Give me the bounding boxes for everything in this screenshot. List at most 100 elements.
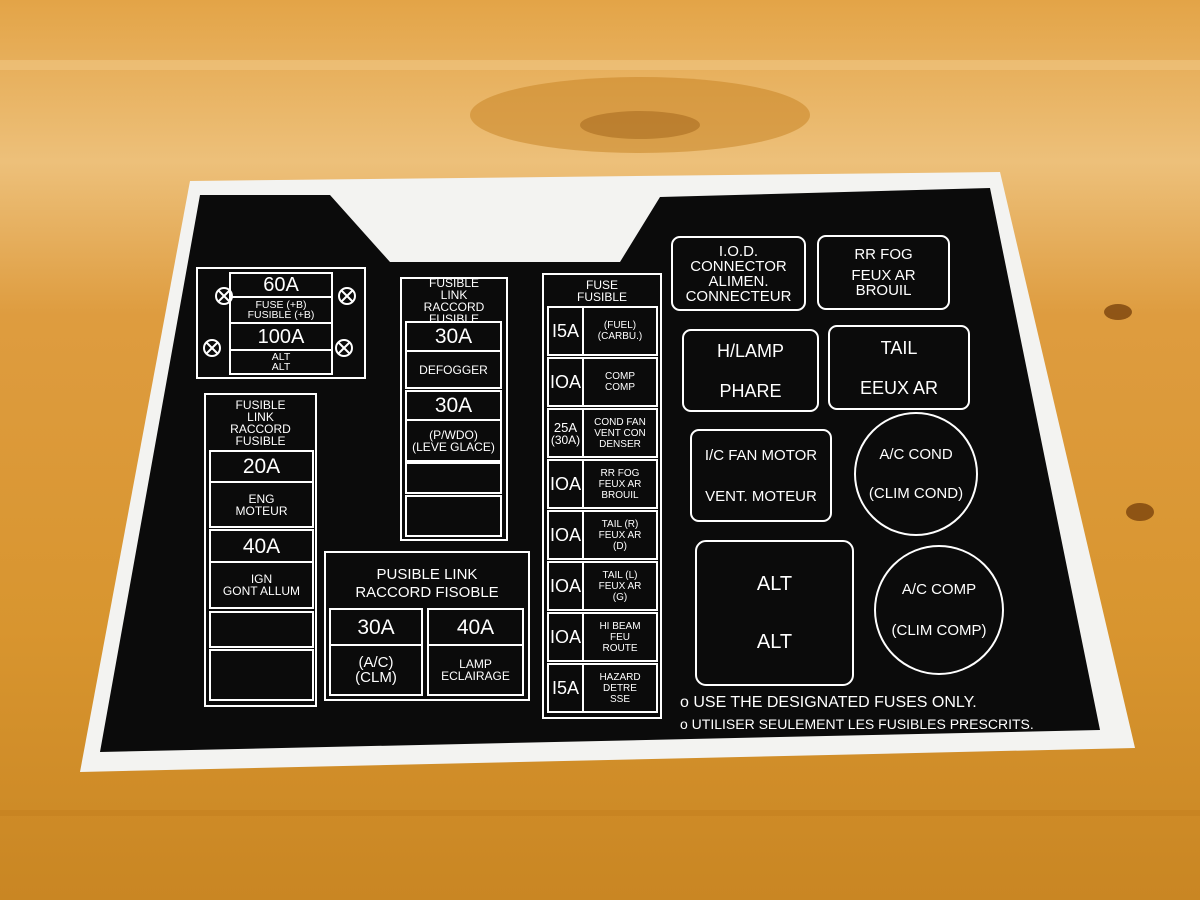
relay-rrfog-l1: RR FOG [854, 246, 913, 263]
fuse-60a-label: 60A [263, 274, 299, 296]
left-link-header-3: RACCORD [230, 422, 291, 436]
relay-hlamp-l1: H/LAMP [716, 340, 785, 361]
left-link-40a-desc-1: IGN [250, 572, 273, 586]
fuse-row-amp: IOA [548, 562, 583, 610]
mid-link-header-4: FUSIBLE [428, 312, 479, 326]
left-link-40a: 40A [242, 534, 281, 558]
fuse-100a-desc-2: ALT [271, 361, 291, 373]
fuse-60a-desc-2: FUSIBLE (+B) [247, 309, 315, 321]
fuse-row-desc-line: HI BEAM [599, 620, 641, 632]
mid-link-defogger: DEFOGGER [419, 362, 488, 377]
bottom-link-header-2: RACCORD FISOBLE [355, 583, 499, 601]
relay-rr-fog: RR FOG FEUX AR BROUIL [818, 236, 949, 309]
relay-icfan-l2: VENT. MOTEUR [705, 487, 817, 505]
fuse-row-desc-line: BROUIL [601, 489, 639, 501]
mid-link-header-3: RACCORD [423, 300, 485, 314]
relay-ac-comp: A/C COMP (CLIM COMP) [875, 546, 1003, 674]
relay-iod-connector: I.O.D. CONNECTOR ALIMEN. CONNECTEUR [672, 237, 805, 310]
mid-link-header: FUSIBLE LINK RACCORD FUSIBLE [401, 276, 507, 326]
fuse-row-desc-line: VENT CON [594, 427, 646, 439]
fuse-row-desc-line: TAIL (L) [602, 569, 638, 581]
fuse-row-box [547, 306, 658, 356]
fuse-row-box [547, 357, 658, 407]
relay-h-lamp: H/LAMP PHARE [683, 330, 818, 411]
fuse-row-amp-value: I5A [551, 321, 580, 341]
fuse-row-desc-line: DENSER [599, 438, 641, 450]
fuse-row-box [547, 459, 658, 509]
fuse-row-desc-line: (FUEL) [603, 320, 637, 331]
left-link-header-1: FUSIBLE [235, 398, 286, 412]
fuse-row-amp: 25A(30A) [548, 409, 583, 457]
fuse-60a-desc-1: FUSE (+B) [255, 298, 307, 311]
fuse-row-box [547, 663, 658, 713]
fuse-row-desc: TAIL (L)FEUX AR(G) [583, 562, 657, 610]
fuse-row-desc-line: ROUTE [602, 642, 638, 654]
bottom-link-30a-desc-1: (A/C) [358, 654, 394, 671]
fuse-row-amp: I5A [548, 307, 583, 355]
fuse-row-box [547, 561, 658, 611]
fuse-row-desc-line: COND FAN [594, 416, 646, 428]
mid-link-header-2: LINK [440, 288, 468, 302]
fuse-row-desc-line: TAIL (R) [601, 518, 639, 530]
fuse-row-amp: I5A [548, 664, 583, 712]
fuse-row-desc-line: FEUX AR [598, 580, 642, 592]
relay-accond-l2: (CLIM COND) [868, 485, 964, 502]
fuse-row-desc-line: FEUX AR [598, 529, 642, 541]
left-link-header-4: FUSIBLE [235, 434, 286, 448]
fuse-row-desc-line: COMP [605, 382, 635, 393]
fuse-column-header: FUSE FUSIBLE [543, 277, 661, 305]
bottom-link-30a: 30A [357, 615, 395, 639]
note-use-designated-fuses: o USE THE DESIGNATED FUSES ONLY. [680, 694, 977, 711]
fuse-row-amp: IOA [548, 460, 583, 508]
relay-iod-l1: I.O.D. [718, 242, 759, 260]
relay-tail-l1: TAIL [880, 337, 918, 358]
relay-alt: ALT ALT [696, 541, 853, 685]
fuse-row-desc-line: SSE [609, 693, 630, 705]
fuse-row-desc-line: (CARBU.) [597, 331, 643, 342]
note-utiliser-fusibles: o UTILISER SEULEMENT LES FUSIBLES PRESCR… [680, 716, 1034, 732]
left-link-header: FUSIBLE LINK RACCORD FUSIBLE [205, 398, 316, 448]
fuse-row-amp-value: IOA [549, 474, 581, 494]
bottom-link-40a: 40A [456, 615, 495, 639]
bottom-link-40a-desc-1: LAMP [459, 657, 492, 671]
fuse-row-desc-line: DETRE [603, 682, 637, 694]
fuse-row-desc-line: FEUX AR [598, 478, 642, 490]
bottom-link-40a-desc-2: ECLAIRAGE [441, 669, 510, 683]
relay-tail-l2: EEUX AR [859, 377, 939, 398]
fuse-row-amp-value: IOA [549, 627, 581, 647]
left-link-40a-desc-2: GONT ALLUM [222, 584, 301, 598]
bottom-link-40a-desc: LAMP ECLAIRAGE [428, 645, 523, 695]
fuse-row-amp-value: 25A [553, 419, 578, 435]
left-link-40a-desc: IGN GONT ALLUM [210, 562, 313, 608]
relay-accond-l1: A/C COND [879, 446, 953, 463]
relay-alt-l2: ALT [756, 631, 793, 653]
mid-link-pwdo-desc-2: (LEVE GLACE) [412, 439, 495, 454]
mid-link-pwdo-desc-1: (P/WDO) [429, 427, 478, 442]
relay-hlamp-l2: PHARE [719, 380, 782, 401]
relay-iod-l3: ALIMEN. [708, 272, 769, 290]
fuse-row-desc-line: COMP [605, 371, 635, 382]
fuse-row-desc-line: FEU [610, 631, 630, 643]
fuse-60a-desc: FUSE (+B) FUSIBLE (+B) [230, 297, 332, 323]
relay-iod-l2: CONNECTOR [690, 257, 787, 275]
fuse-row-desc-line: (G) [612, 591, 628, 603]
fuse-row-box [547, 612, 658, 662]
mid-link-header-1: FUSIBLE [428, 276, 479, 290]
relay-ic-fan-motor: I/C FAN MOTOR VENT. MOTEUR [691, 430, 831, 521]
relay-rrfog-l2: FEUX AR [851, 267, 916, 284]
left-link-header-2: LINK [247, 410, 274, 424]
fuse-row-amp-alt: (30A) [550, 432, 581, 447]
left-link-20a: 20A [242, 455, 281, 478]
fuse-100a-desc: ALT ALT [230, 350, 332, 374]
fuse-row-amp-value: IOA [549, 372, 581, 392]
fuse-row-amp-value: IOA [549, 576, 581, 596]
bottom-link-header: PUSIBLE LINK RACCORD FISOBLE [325, 560, 529, 606]
relay-alt-l1: ALT [756, 573, 793, 595]
relay-icfan-l1: I/C FAN MOTOR [704, 446, 818, 464]
fuse-row-box [547, 510, 658, 560]
